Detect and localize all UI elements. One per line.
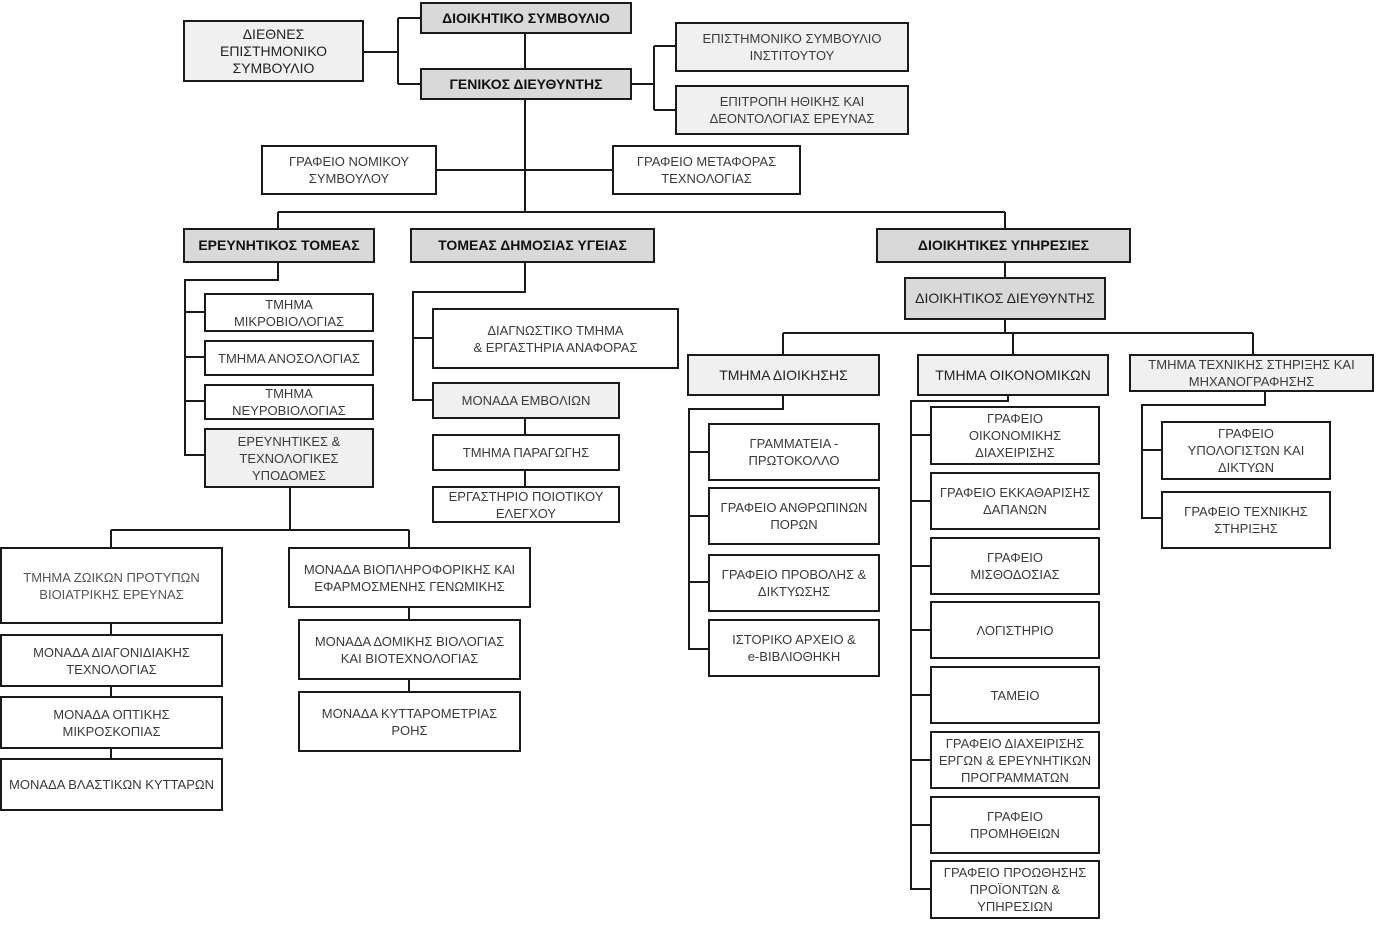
- finance-office-box: ΤΑΜΕΙΟ: [930, 666, 1100, 724]
- general-director-box: ΓΕΝΙΚΟΣ ΔΙΕΥΘΥΝΤΗΣ: [420, 68, 632, 100]
- research-dept-box: ΤΜΗΜΑ ΑΝΟΣΟΛΟΓΙΑΣ: [204, 340, 374, 376]
- admin-director-box: ΔΙΟΙΚΗΤΙΚΟΣ ΔΙΕΥΘΥΝΤΗΣ: [904, 277, 1106, 320]
- finance-office-box: ΓΡΑΦΕΙΟ ΜΙΣΘΟΔΟΣΙΑΣ: [930, 537, 1100, 595]
- infra-unit-box: ΜΟΝΑΔΑ ΒΙΟΠΛΗΡΟΦΟΡΙΚΗΣ ΚΑΙ ΕΦΑΡΜΟΣΜΕΝΗΣ …: [288, 547, 531, 608]
- tech-transfer-box: ΓΡΑΦΕΙΟ ΜΕΤΑΦΟΡΑΣ ΤΕΧΝΟΛΟΓΙΑΣ: [612, 145, 801, 195]
- production-dept-box: ΤΜΗΜΑ ΠΑΡΑΓΩΓΗΣ: [432, 434, 620, 471]
- vaccine-unit-box: ΜΟΝΑΔΑ ΕΜΒΟΛΙΩΝ: [432, 382, 620, 419]
- admin-dept-box: ΤΜΗΜΑ ΔΙΟΙΚΗΣΗΣ: [687, 354, 880, 396]
- finance-dept-box: ΤΜΗΜΑ ΟΙΚΟΝΟΜΙΚΩΝ: [917, 354, 1109, 396]
- public-health-sector-box: ΤΟΜΕΑΣ ΔΗΜΟΣΙΑΣ ΥΓΕΙΑΣ: [410, 228, 655, 263]
- infra-unit-box: ΤΜΗΜΑ ΖΩΙΚΩΝ ΠΡΟΤΥΠΩΝ ΒΙΟΙΑΤΡΙΚΗΣ ΕΡΕΥΝΑ…: [0, 547, 223, 624]
- infra-unit-box: ΜΟΝΑΔΑ ΔΙΑΓΟΝΙΔΙΑΚΗΣ ΤΕΧΝΟΛΟΓΙΑΣ: [0, 634, 223, 687]
- intl-council-box: ΔΙΕΘΝΕΣ ΕΠΙΣΤΗΜΟΝΙΚΟ ΣΥΜΒΟΥΛΙΟ: [183, 20, 364, 82]
- infra-unit-box: ΜΟΝΑΔΑ ΟΠΤΙΚΗΣ ΜΙΚΡΟΣΚΟΠΙΑΣ: [0, 696, 223, 749]
- tech-office-box: ΓΡΑΦΕΙΟ ΤΕΧΝΙΚΗΣ ΣΤΗΡΙΞΗΣ: [1161, 491, 1331, 549]
- admin-office-box: ΓΡΑΜΜΑΤΕΙΑ - ΠΡΩΤΟΚΟΛΛΟ: [708, 423, 880, 481]
- legal-office-box: ΓΡΑΦΕΙΟ ΝΟΜΙΚΟΥ ΣΥΜΒΟΥΛΟΥ: [261, 145, 437, 195]
- diagnostic-dept-box: ΔΙΑΓΝΩΣΤΙΚΟ ΤΜΗΜΑ & ΕΡΓΑΣΤΗΡΙΑ ΑΝΑΦΟΡΑΣ: [432, 308, 679, 369]
- connector: [1141, 391, 1266, 519]
- board-box: ΔΙΟΙΚΗΤΙΚΟ ΣΥΜΒΟΥΛΙΟ: [420, 2, 632, 34]
- infra-unit-box: ΜΟΝΑΔΑ ΔΟΜΙΚΗΣ ΒΙΟΛΟΓΙΑΣ ΚΑΙ ΒΙΟΤΕΧΝΟΛΟΓ…: [298, 619, 521, 680]
- finance-office-box: ΓΡΑΦΕΙΟ ΟΙΚΟΝΟΜΙΚΗΣ ΔΙΑΧΕΙΡΙΣΗΣ: [930, 406, 1100, 465]
- research-dept-box: ΤΜΗΜΑ ΜΙΚΡΟΒΙΟΛΟΓΙΑΣ: [204, 293, 374, 332]
- research-sector-box: ΕΡΕΥΝΗΤΙΚΟΣ ΤΟΜΕΑΣ: [183, 228, 375, 263]
- finance-office-box: ΓΡΑΦΕΙΟ ΕΚΚΑΘΑΡΙΣΗΣ ΔΑΠΑΝΩΝ: [930, 472, 1100, 530]
- scientific-council-box: ΕΠΙΣΤΗΜΟΝΙΚΟ ΣΥΜΒΟΥΛΙΟ ΙΝΣΤΙΤΟΥΤΟΥ: [675, 22, 909, 72]
- tech-dept-box: ΤΜΗΜΑ ΤΕΧΝΙΚΗΣ ΣΤΗΡΙΞΗΣ ΚΑΙ ΜΗΧΑΝΟΓΡΑΦΗΣ…: [1129, 354, 1374, 392]
- ethics-committee-box: ΕΠΙΤΡΟΠΗ ΗΘΙΚΗΣ ΚΑΙ ΔΕΟΝΤΟΛΟΓΙΑΣ ΕΡΕΥΝΑΣ: [675, 85, 909, 135]
- connector: [910, 395, 1009, 890]
- connector: [184, 262, 279, 456]
- finance-office-box: ΓΡΑΦΕΙΟ ΠΡΟΜΗΘΕΙΩΝ: [930, 796, 1100, 854]
- admin-services-box: ΔΙΟΙΚΗΤΙΚΕΣ ΥΠΗΡΕΣΙΕΣ: [876, 228, 1131, 263]
- research-infrastructure-box: ΕΡΕΥΝΗΤΙΚΕΣ & ΤΕΧΝΟΛΟΓΙΚΕΣ ΥΠΟΔΟΜΕΣ: [204, 428, 374, 488]
- tech-office-box: ΓΡΑΦΕΙΟ ΥΠΟΛΟΓΙΣΤΩΝ ΚΑΙ ΔΙΚΤΥΩΝ: [1161, 421, 1331, 480]
- connector: [412, 262, 526, 401]
- connector: [688, 395, 784, 650]
- research-dept-box: ΤΜΗΜΑ ΝΕΥΡΟΒΙΟΛΟΓΙΑΣ: [204, 384, 374, 420]
- finance-office-box: ΓΡΑΦΕΙΟ ΔΙΑΧΕΙΡΙΣΗΣ ΕΡΓΩΝ & ΕΡΕΥΝΗΤΙΚΩΝ …: [930, 731, 1100, 789]
- admin-office-box: ΓΡΑΦΕΙΟ ΠΡΟΒΟΛΗΣ & ΔΙΚΤΥΩΣΗΣ: [708, 554, 880, 612]
- admin-office-box: ΓΡΑΦΕΙΟ ΑΝΘΡΩΠΙΝΩΝ ΠΟΡΩΝ: [708, 487, 880, 545]
- finance-office-box: ΓΡΑΦΕΙΟ ΠΡΟΩΘΗΣΗΣ ΠΡΟΪΟΝΤΩΝ & ΥΠΗΡΕΣΙΩΝ: [930, 860, 1100, 919]
- quality-lab-box: ΕΡΓΑΣΤΗΡΙΟ ΠΟΙΟΤΙΚΟΥ ΕΛΕΓΧΟΥ: [432, 486, 620, 523]
- infra-unit-box: ΜΟΝΑΔΑ ΚΥΤΤΑΡΟΜΕΤΡΙΑΣ ΡΟΗΣ: [298, 691, 521, 752]
- admin-office-box: ΙΣΤΟΡΙΚΟ ΑΡΧΕΙΟ & e-ΒΙΒΛΙΟΘΗΚΗ: [708, 619, 880, 677]
- infra-unit-box: ΜΟΝΑΔΑ ΒΛΑΣΤΙΚΩΝ ΚΥΤΤΑΡΩΝ: [0, 758, 223, 811]
- finance-office-box: ΛΟΓΙΣΤΗΡΙΟ: [930, 601, 1100, 659]
